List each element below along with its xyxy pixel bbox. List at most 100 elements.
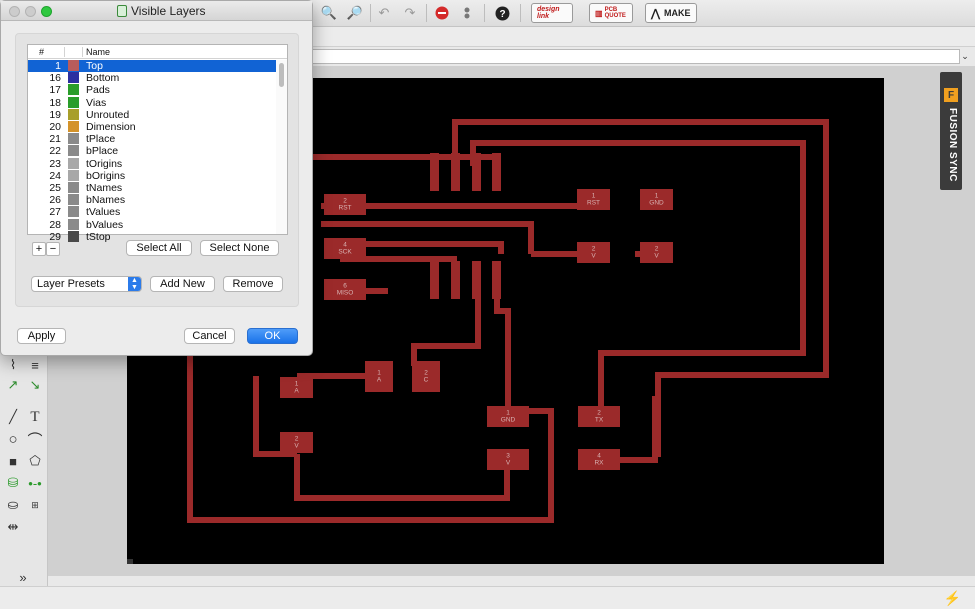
expand-icon[interactable]: » xyxy=(19,569,27,585)
pad[interactable] xyxy=(324,238,366,259)
zoom-fit-icon[interactable]: 🔍 xyxy=(320,5,338,20)
lightning-icon[interactable]: ⚡ xyxy=(943,590,961,606)
layer-color-swatch[interactable] xyxy=(68,72,79,84)
meander-icon[interactable]: ⌇ xyxy=(9,357,17,372)
layer-presets-select[interactable]: Layer Presets ▲▼ xyxy=(31,276,142,292)
layer-color-swatch[interactable] xyxy=(68,145,79,157)
layer-color-swatch[interactable] xyxy=(68,157,79,169)
text-icon[interactable]: T xyxy=(30,408,40,425)
cancel-button[interactable]: Cancel xyxy=(184,328,235,344)
layer-color-swatch[interactable] xyxy=(68,96,79,108)
route-icon[interactable]: ↗ xyxy=(7,377,19,392)
pad[interactable] xyxy=(640,242,673,263)
pad[interactable] xyxy=(577,189,610,210)
remove-preset-button[interactable]: Remove xyxy=(223,276,283,292)
chevron-down-icon[interactable]: ⌄ xyxy=(961,51,969,61)
pad[interactable] xyxy=(365,361,393,392)
pad-label: TX xyxy=(595,417,604,424)
add-new-button[interactable]: Add New xyxy=(150,276,215,292)
layer-color-swatch[interactable] xyxy=(68,133,79,145)
remove-layer-button[interactable]: − xyxy=(46,242,60,256)
pad[interactable] xyxy=(487,406,529,427)
layer-color-swatch[interactable] xyxy=(68,218,79,230)
zoom-window-button[interactable] xyxy=(41,6,52,17)
layer-name: Dimension xyxy=(86,121,136,133)
dimension-icon[interactable]: ⊞ xyxy=(31,499,39,510)
trace xyxy=(321,221,534,254)
layer-color-swatch[interactable] xyxy=(68,194,79,206)
design-link-button[interactable]: design link xyxy=(531,3,573,23)
pcb-quote-label: PCB QUOTE xyxy=(604,7,626,19)
polygon-icon[interactable]: ⬠ xyxy=(29,453,41,468)
pad[interactable] xyxy=(324,279,366,300)
pad-label: 6 xyxy=(343,283,347,290)
pad-label: 1 xyxy=(295,381,299,388)
pad[interactable] xyxy=(577,242,610,263)
layer-color-swatch[interactable] xyxy=(68,60,79,71)
via-icon[interactable]: •-• xyxy=(28,475,42,491)
rectangle-icon[interactable]: ■ xyxy=(9,453,17,469)
pad[interactable] xyxy=(280,432,313,453)
make-button[interactable]: ⋀MAKE xyxy=(645,3,697,23)
pcb-quote-button[interactable]: ▥PCB QUOTE xyxy=(589,3,633,23)
undo-icon[interactable]: ↶ xyxy=(378,5,390,20)
pad[interactable] xyxy=(280,377,313,398)
go-icon[interactable] xyxy=(460,3,474,23)
autoroute-icon[interactable]: ↘ xyxy=(29,377,41,392)
pad[interactable] xyxy=(324,194,366,215)
minimize-window-button[interactable] xyxy=(25,6,36,17)
pad[interactable] xyxy=(412,361,440,392)
pad[interactable] xyxy=(578,449,620,470)
fusion-sync-panel[interactable]: F FUSION SYNC xyxy=(940,72,962,190)
circle-icon[interactable]: ○ xyxy=(8,430,18,448)
pad[interactable] xyxy=(578,406,620,427)
measure-icon[interactable]: ⇹ xyxy=(7,519,19,534)
scrollbar[interactable] xyxy=(276,60,287,234)
command-line-input[interactable] xyxy=(310,49,960,64)
stop-icon[interactable] xyxy=(433,3,451,23)
ripup-icon[interactable]: ≡ xyxy=(31,357,39,373)
layer-color-swatch[interactable] xyxy=(68,182,79,193)
help-icon[interactable]: ? xyxy=(493,3,511,23)
layer-color-swatch[interactable] xyxy=(68,206,79,218)
wire-icon[interactable]: ╱ xyxy=(9,409,17,424)
layer-color-swatch[interactable] xyxy=(68,84,79,96)
select-none-button[interactable]: Select None xyxy=(200,240,279,256)
layer-color-swatch[interactable] xyxy=(68,121,79,132)
close-window-button[interactable] xyxy=(9,6,20,17)
pad[interactable] xyxy=(640,189,673,210)
apply-button[interactable]: Apply xyxy=(17,328,66,344)
column-header-name[interactable]: Name xyxy=(86,47,111,57)
pad[interactable] xyxy=(487,449,529,470)
zoom-select-icon[interactable]: 🔎 xyxy=(346,5,364,20)
layer-color-swatch[interactable] xyxy=(68,108,79,120)
arc-icon[interactable]: ⌒ xyxy=(27,431,43,449)
layer-color-swatch[interactable] xyxy=(68,230,79,242)
select-all-button[interactable]: Select All xyxy=(126,240,192,256)
scrollbar-thumb[interactable] xyxy=(279,63,284,87)
drill-icon[interactable]: ⛀ xyxy=(7,497,19,512)
layer-stack-icon[interactable]: ⛁ xyxy=(7,475,19,490)
add-layer-button[interactable]: + xyxy=(32,242,46,256)
layer-number: 21 xyxy=(49,133,61,146)
column-header-num[interactable]: # xyxy=(39,47,45,57)
layer-color-swatch[interactable] xyxy=(68,169,79,181)
redo-icon[interactable]: ↷ xyxy=(404,5,416,20)
ok-button[interactable]: OK xyxy=(247,328,298,344)
